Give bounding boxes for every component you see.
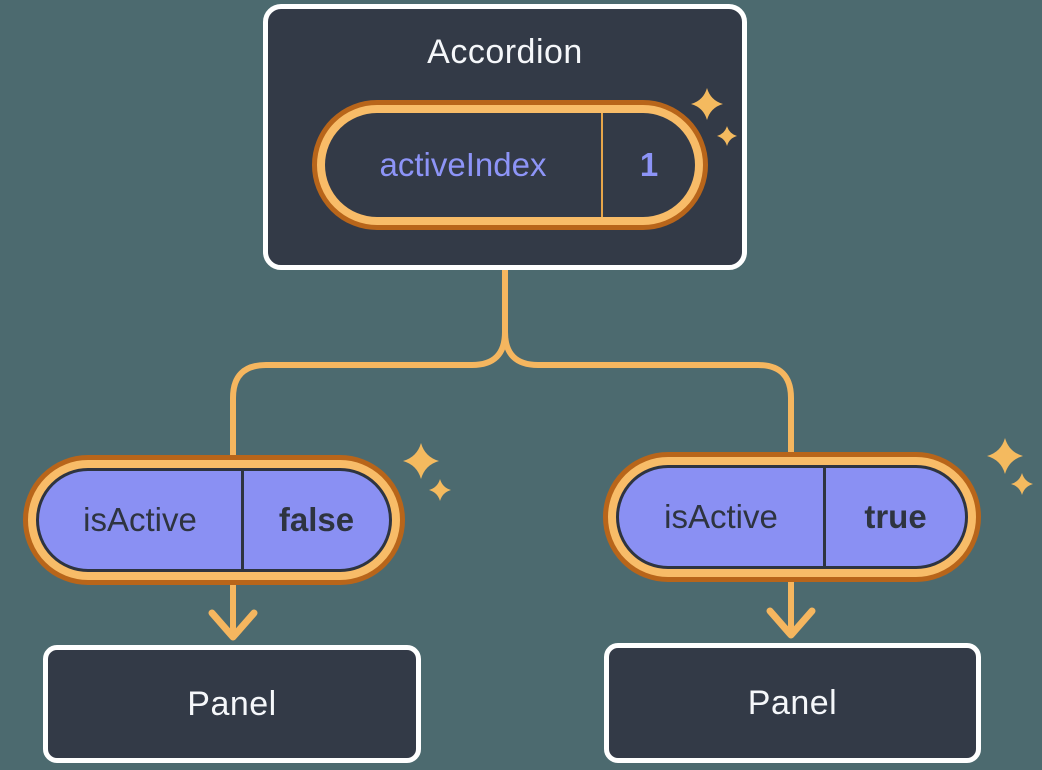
- sparkle-icon: [403, 443, 451, 501]
- fork-connector-right: [502, 267, 794, 458]
- state-pill-body: activeIndex 1: [325, 113, 695, 217]
- prop-pill-body: isActive true: [616, 465, 968, 569]
- state-pill-label: activeIndex: [379, 146, 547, 183]
- panel-title: Panel: [747, 683, 838, 722]
- prop-pill-label: isActive: [83, 501, 197, 538]
- prop-pill-value: true: [864, 498, 927, 535]
- fork-connector-left: [230, 267, 508, 461]
- prop-pill-label: isActive: [664, 498, 778, 535]
- pill-divider: [241, 471, 244, 569]
- pill-divider: [601, 113, 603, 217]
- panel-box-right: Panel: [604, 643, 981, 763]
- prop-pill-isactive-right: isActive true: [603, 452, 981, 582]
- panel-title: Panel: [187, 684, 277, 723]
- prop-pill-isactive-left: isActive false: [23, 455, 405, 585]
- sparkle-icon: [987, 438, 1033, 495]
- accordion-title: Accordion: [427, 33, 583, 71]
- panel-box-left: Panel: [43, 645, 421, 763]
- prop-pill-body: isActive false: [36, 468, 392, 572]
- state-pill-value: 1: [639, 146, 659, 183]
- pill-divider: [823, 468, 826, 566]
- prop-pill-value: false: [278, 501, 355, 538]
- arrow-left-head-icon: [208, 609, 258, 641]
- arrow-right-head-icon: [766, 607, 816, 639]
- accordion-component-box: Accordion activeIndex 1: [263, 4, 747, 270]
- state-pill-activeindex: activeIndex 1: [312, 100, 708, 230]
